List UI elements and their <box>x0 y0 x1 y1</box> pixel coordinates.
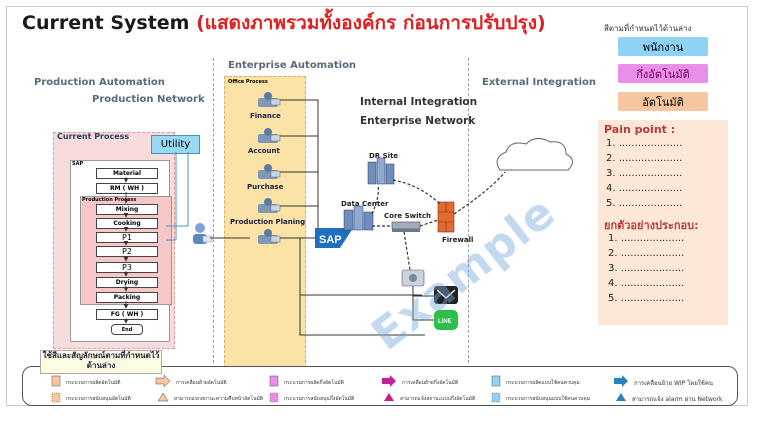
legend-semi-auto: กึ่งอัตโนมัติ <box>618 64 708 83</box>
label-production-automation: Production Automation <box>34 77 165 88</box>
pain-point-box <box>598 120 728 325</box>
plc-icon <box>401 269 425 287</box>
enterprise-box <box>224 76 306 368</box>
sap-process-label: SAP <box>72 161 84 167</box>
legend-text: สามารถแจ้งสถานะแบบกึ่งอัตโนมัติ <box>400 396 476 402</box>
step-end: End <box>111 324 143 335</box>
label-enterprise-network: Enterprise Network <box>360 115 476 127</box>
label-core-switch: Core Switch <box>384 212 431 220</box>
enterprise-connectors <box>280 99 425 336</box>
label-purchase: Purchase <box>247 183 284 191</box>
label-account: Account <box>248 147 280 155</box>
legend-top-header: สีตามที่กำหนดไว้ด้านล่าง <box>604 24 692 33</box>
sap-logo: SAP <box>315 228 353 248</box>
legend-text: การเคลื่อนย้ายอัตโนมัติ <box>176 380 227 386</box>
legend-text: กระบวนการสนับสนุนอัตโนมัติ <box>66 396 131 402</box>
label-production-planing: Production Planing <box>230 218 306 226</box>
legend-semi-move-symbol <box>382 375 396 387</box>
legend-manual-move-symbol <box>614 375 628 387</box>
legend-auto-move-symbol <box>155 374 171 388</box>
utility-connectors <box>166 152 189 241</box>
legend-text: สามารถแจกสถานะความคืบหน้าอัตโนมัติ <box>174 396 264 402</box>
page-title: Current System (แสดงภาพรวมทั้งองค์กร ก่อ… <box>22 12 546 34</box>
legend-text: การเคลื่อนย้าย WIP โดยใช้คน <box>634 380 713 387</box>
legend-row2-symbols <box>51 392 626 403</box>
label-finance: Finance <box>250 112 281 120</box>
label-production-network: Production Network <box>92 94 205 105</box>
legend-manual-support-symbol <box>491 392 501 403</box>
pain-point-title: Pain point : <box>604 123 676 136</box>
legend-auto-status-symbol <box>157 392 169 402</box>
legend-text: กระบวนการสนับสนุนกึ่งอัตโนมัติ <box>284 396 355 402</box>
worker-icons <box>258 92 281 244</box>
example-item: 4. .................... <box>608 278 685 289</box>
legend-semi-status-symbol <box>384 393 394 401</box>
alert-connectors <box>412 286 434 321</box>
divider-1 <box>213 58 214 363</box>
step-p2: P2 <box>96 246 158 257</box>
legend-text: สามารถแจ้ง alarm ผ่าน Network <box>632 396 723 403</box>
divider-2 <box>468 58 469 363</box>
example-item: 3. .................... <box>608 263 685 274</box>
pain-item: 1. .................... <box>606 138 683 149</box>
production-process-label: Production Process <box>82 197 137 203</box>
line-app-text: LINE <box>438 319 452 325</box>
legend-row1-symbols <box>51 374 628 388</box>
enterprise-header: Office Process <box>228 79 268 85</box>
email-icon <box>434 286 458 304</box>
example-item: 5. .................... <box>608 293 685 304</box>
firewall-icon <box>437 201 455 233</box>
label-internal-integration: Internal Integration <box>360 96 478 108</box>
legend-text: กระบวนการผลิตอัตโนมัติ <box>66 380 121 386</box>
label-dr-site: DR Site <box>369 152 399 160</box>
legend-manual-process-symbol <box>491 375 501 387</box>
label-firewall: Firewall <box>442 236 474 244</box>
step-rm-wh: RM ( WH ) <box>96 183 158 194</box>
example-item: 2. .................... <box>608 248 685 259</box>
label-data-center: Data Center <box>341 200 389 208</box>
legend-text: กระบวนการผลิตแบบใช้คนควบคุม <box>506 380 580 386</box>
example-title: ยกตัวอย่างประกอบ: <box>604 219 699 232</box>
legend-auto-support-symbol <box>51 392 61 403</box>
legend-bottom-header: ใช้สีและสัญลักษณ์ตามที่กำหนดไว้ด้านล่าง <box>40 350 162 374</box>
example-item: 1. .................... <box>608 233 685 244</box>
line-app-icon: LINE <box>434 310 458 330</box>
legend-employee: พนักงาน <box>618 37 708 56</box>
label-enterprise-automation: Enterprise Automation <box>228 60 357 71</box>
legend-text: การเคลื่อนย้ายกึ่งอัตโนมัติ <box>402 380 459 386</box>
pain-item: 2. .................... <box>606 153 683 164</box>
legend-auto: อัตโนมัติ <box>618 92 708 111</box>
sap-logo-text: SAP <box>319 234 342 246</box>
step-packing: Packing <box>96 292 158 303</box>
legend-text: กระบวนการผลิตกึ่งอัตโนมัติ <box>284 380 344 386</box>
pain-item: 5. .................... <box>606 198 683 209</box>
dr-site-icon <box>367 157 395 185</box>
current-process-title: Current Process <box>57 132 130 141</box>
legend-text: กระบวนการสนับสนุนแบบใช้คนควบคุม <box>506 396 590 402</box>
legend-semi-support-symbol <box>269 392 279 403</box>
network-links <box>371 171 506 271</box>
legend-semi-process-symbol <box>269 375 279 387</box>
data-center-icon <box>343 205 374 231</box>
legend-alarm-symbol <box>616 393 626 401</box>
pain-item: 4. .................... <box>606 183 683 194</box>
cloud-icon <box>496 138 573 171</box>
label-external-integration: External Integration <box>482 77 596 88</box>
legend-auto-process-symbol <box>51 375 61 387</box>
pain-item: 3. .................... <box>606 168 683 179</box>
operator-icon <box>193 223 213 244</box>
